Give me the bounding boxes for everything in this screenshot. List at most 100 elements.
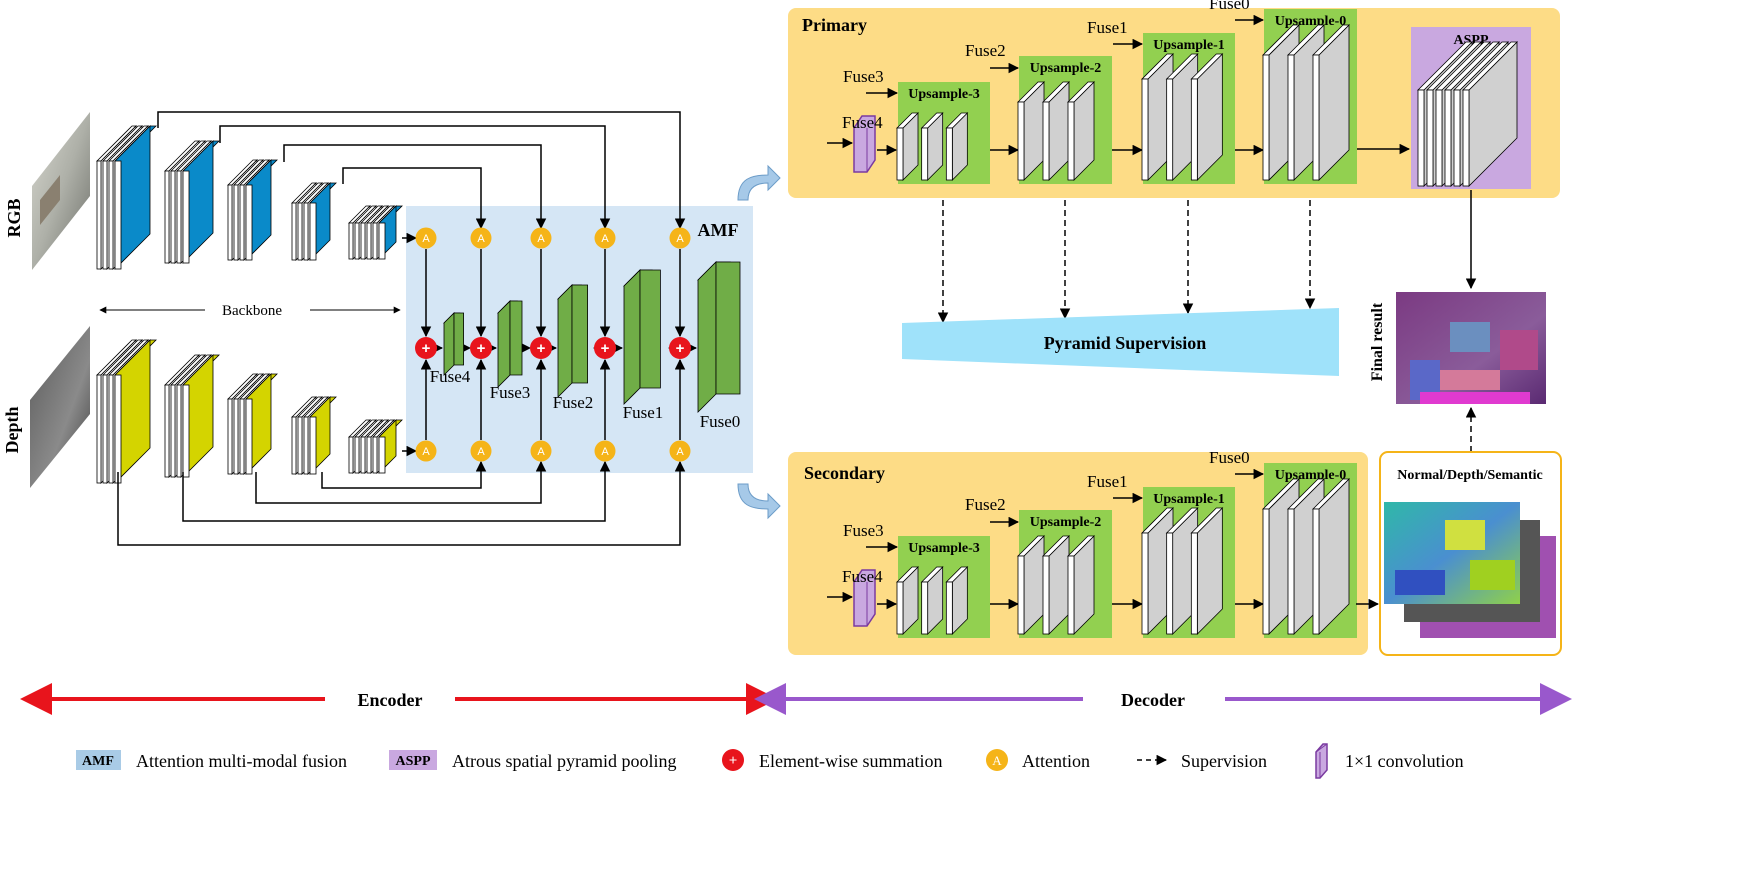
depth-stage-3 bbox=[227, 373, 278, 475]
svg-text:A: A bbox=[601, 446, 609, 458]
secondary-fuse0-label: Fuse0 bbox=[1209, 448, 1250, 467]
rgb-stage-5 bbox=[348, 205, 403, 260]
secondary-conv1x1-icon bbox=[853, 569, 876, 627]
secondary-upsample-label: Upsample-3 bbox=[908, 541, 980, 556]
primary-upsample-0: Upsample-0 bbox=[1262, 9, 1357, 184]
legend-amf-swatch bbox=[76, 750, 121, 770]
primary-upsample-3: Upsample-3 bbox=[896, 82, 990, 184]
depth-stage-5 bbox=[348, 419, 403, 474]
primary-upsample-1: Upsample-1 bbox=[1141, 33, 1235, 184]
primary-fuse3-label: Fuse3 bbox=[843, 67, 884, 86]
svg-text:+: + bbox=[601, 340, 610, 357]
legend-attention-text: Attention bbox=[1022, 751, 1090, 771]
primary-upsample-2: Upsample-2 bbox=[1017, 56, 1112, 184]
svg-text:A: A bbox=[601, 233, 609, 245]
secondary-upsample-1: Upsample-1 bbox=[1141, 487, 1235, 638]
fuse3-label: Fuse3 bbox=[490, 383, 531, 402]
primary-fuse2-label: Fuse2 bbox=[965, 41, 1006, 60]
secondary-label: Secondary bbox=[804, 463, 885, 483]
svg-text:+: + bbox=[537, 340, 546, 357]
legend-sum-icon bbox=[722, 749, 744, 771]
fuse-blocks bbox=[443, 261, 741, 413]
primary-upsample-label: Upsample-0 bbox=[1275, 14, 1347, 29]
svg-text:A: A bbox=[537, 233, 545, 245]
depth-label: Depth bbox=[2, 406, 22, 453]
rgb-input-image bbox=[32, 112, 90, 270]
attention-icon: A bbox=[470, 227, 492, 249]
nds-label: Normal/Depth/Semantic bbox=[1397, 468, 1542, 483]
summation-icon: + bbox=[594, 337, 616, 359]
attention-icon: A bbox=[530, 440, 552, 462]
summation-icon: + bbox=[415, 337, 437, 359]
legend-conv-icon bbox=[1315, 743, 1328, 779]
rgb-stage-2 bbox=[164, 140, 220, 264]
secondary-upsample-2: Upsample-2 bbox=[1017, 510, 1112, 638]
depth-stage-4 bbox=[291, 396, 337, 475]
primary-fuse0-label: Fuse0 bbox=[1209, 0, 1250, 13]
fuse2-label: Fuse2 bbox=[553, 393, 594, 412]
fuse1-label: Fuse1 bbox=[623, 403, 664, 422]
attention-icon: A bbox=[669, 440, 691, 462]
fuse-block-0 bbox=[697, 261, 741, 413]
fuse-block-1 bbox=[623, 269, 661, 405]
primary-fuse4-label: Fuse4 bbox=[842, 113, 883, 132]
legend-conv-text: 1×1 convolution bbox=[1345, 751, 1464, 771]
svg-text:A: A bbox=[676, 233, 684, 245]
secondary-upsample-0: Upsample-0 bbox=[1262, 463, 1357, 638]
legend-sum-text: Element-wise summation bbox=[759, 751, 942, 771]
legend-amf-tag: AMF bbox=[82, 754, 114, 769]
legend-attention-symbol: A bbox=[992, 753, 1002, 768]
amf-flow-arrows bbox=[420, 249, 698, 440]
backbone-label: Backbone bbox=[222, 303, 282, 319]
secondary-upsample-label: Upsample-0 bbox=[1275, 468, 1347, 483]
attention-icon: A bbox=[669, 227, 691, 249]
attention-icon: A bbox=[594, 227, 616, 249]
svg-text:+: + bbox=[477, 340, 486, 357]
attention-icon: A bbox=[415, 440, 437, 462]
legend: AMF Attention multi-modal fusion ASPP At… bbox=[76, 743, 1464, 779]
depth-encoder-blocks bbox=[96, 339, 403, 484]
rgb-stage-1 bbox=[96, 125, 157, 270]
summation-nodes: + + + + + bbox=[415, 337, 691, 359]
rgb-encoder-blocks bbox=[96, 125, 403, 270]
legend-aspp-tag: ASPP bbox=[396, 754, 431, 769]
secondary-fuse1-label: Fuse1 bbox=[1087, 472, 1128, 491]
nds-images bbox=[1384, 502, 1556, 638]
primary-upsample-label: Upsample-1 bbox=[1153, 38, 1225, 53]
svg-text:A: A bbox=[477, 233, 485, 245]
depth-stage-1 bbox=[96, 339, 157, 484]
fuse0-label: Fuse0 bbox=[700, 412, 741, 431]
to-secondary-arrow bbox=[737, 483, 781, 520]
depth-skip-connections bbox=[117, 445, 686, 546]
svg-text:A: A bbox=[676, 446, 684, 458]
legend-aspp-text: Atrous spatial pyramid pooling bbox=[452, 751, 676, 771]
final-result-label: Final result bbox=[1369, 302, 1386, 381]
pyramid-supervision-label: Pyramid Supervision bbox=[1044, 333, 1207, 353]
secondary-fuse4-label: Fuse4 bbox=[842, 567, 883, 586]
attention-icon: A bbox=[530, 227, 552, 249]
attention-nodes: A A A A A A A A A A bbox=[415, 227, 691, 462]
primary-upsample-label: Upsample-2 bbox=[1030, 61, 1102, 76]
pyramid-supervision-shape bbox=[902, 308, 1339, 376]
fuse-block-2 bbox=[557, 284, 588, 398]
rgb-stage-3 bbox=[227, 159, 278, 261]
primary-label: Primary bbox=[802, 15, 867, 35]
legend-aspp-swatch bbox=[389, 750, 437, 770]
to-primary-arrow bbox=[737, 164, 781, 201]
rgb-stage-4 bbox=[291, 182, 337, 261]
legend-attention-icon bbox=[986, 749, 1008, 771]
attention-icon: A bbox=[415, 227, 437, 249]
secondary-upsample-label: Upsample-1 bbox=[1153, 492, 1225, 507]
svg-text:+: + bbox=[676, 340, 685, 357]
summation-icon: + bbox=[470, 337, 492, 359]
svg-text:A: A bbox=[477, 446, 485, 458]
legend-supervision-text: Supervision bbox=[1181, 751, 1267, 771]
aspp-blocks bbox=[1417, 41, 1518, 187]
rgb-skip-connections bbox=[157, 111, 686, 244]
fuse-block-3 bbox=[497, 300, 523, 388]
svg-text:A: A bbox=[537, 446, 545, 458]
secondary-fuse2-label: Fuse2 bbox=[965, 495, 1006, 514]
primary-fuse1-label: Fuse1 bbox=[1087, 18, 1128, 37]
depth-stage-2 bbox=[164, 354, 220, 478]
